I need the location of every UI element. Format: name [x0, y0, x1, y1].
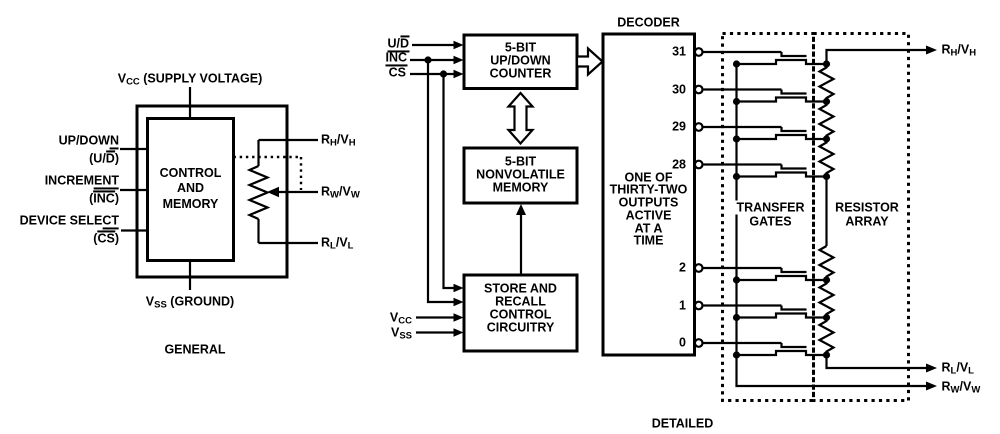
- transfer-gate-row-30: [693, 84, 831, 106]
- output-bubble: [693, 122, 704, 132]
- decoder-box-text: ONE OF THIRTY-TWO OUTPUTS ACTIVE AT A TI…: [609, 170, 688, 249]
- inc-arrow-icon: [453, 55, 464, 65]
- device-select-label: DEVICE SELECT: [20, 214, 119, 230]
- store-box-text: STORE AND RECALL CONTROL CIRCUITRY: [484, 280, 557, 335]
- transfer-gates-label-line2: GATES: [746, 214, 795, 228]
- updown-label: UP/DOWN: [59, 134, 119, 150]
- transfer-gate-row-29: [693, 122, 831, 143]
- detailed-caption: DETAILED: [651, 416, 714, 431]
- memory-box-text: 5-BIT NONVOLATILE MEMORY: [476, 154, 565, 195]
- output-number-2: 2: [679, 260, 686, 275]
- ud-input-label: U/D: [387, 35, 409, 53]
- rh-arrow-icon: [926, 45, 937, 55]
- control-memory-text: CONTROL AND MEMORY: [159, 165, 222, 211]
- inc-pin-label: (INC): [89, 190, 119, 206]
- resistor-array-region: [812, 32, 910, 402]
- transfer-gate-row-2: [693, 263, 831, 284]
- potentiometer: [246, 138, 318, 245]
- detailed-diagram-lines: [410, 32, 937, 402]
- ground-label: VSS (GROUND): [145, 294, 235, 311]
- cs-arrow-icon: [453, 69, 464, 79]
- ud-pin-label: (U/D): [89, 150, 119, 166]
- wiper-arrow-icon: [267, 186, 279, 198]
- decoder-title: DECODER: [617, 15, 680, 30]
- transfer-gate-row-1: [693, 300, 831, 322]
- wiper-control-dotted-line: [233, 155, 303, 190]
- rw-arrow-icon: [926, 381, 937, 391]
- rl-arrow-icon: [926, 363, 937, 373]
- general-diagram-lines: [120, 87, 318, 290]
- rh-terminal-label: RH/VH: [321, 132, 356, 149]
- cs-branch-wire: [442, 74, 454, 290]
- bidirectional-arrow-icon: [506, 91, 535, 146]
- counter-box-text: 5-BIT UP/DOWN COUNTER: [489, 40, 552, 80]
- wiper-bus-wire: [735, 64, 927, 388]
- output-bubble: [693, 47, 704, 57]
- output-number-28: 28: [672, 157, 686, 171]
- output-bubble: [693, 263, 704, 273]
- transfer-gate-row-28: [693, 159, 831, 181]
- output-number-0: 0: [679, 335, 686, 350]
- ud-arrow-icon: [453, 40, 464, 50]
- inc-branch-wire: [426, 60, 454, 304]
- rl-terminal-label: RL/VL: [321, 235, 354, 252]
- rh-terminal-label-detailed: RH/VH: [941, 42, 977, 59]
- decoder-box: [601, 32, 696, 357]
- output-bubble: [693, 338, 704, 348]
- rw-terminal-label: RW/VW: [321, 184, 360, 201]
- vcc-input-label: VCC: [389, 310, 412, 326]
- output-bubble: [693, 159, 704, 170]
- output-bubble: [693, 84, 704, 95]
- output-number-29: 29: [672, 119, 686, 134]
- rl-terminal-label-detailed: RL/VL: [941, 360, 974, 377]
- output-number-31: 31: [672, 44, 686, 59]
- transfer-gate-row-0: [693, 338, 831, 359]
- inc-input-label: INC: [385, 50, 407, 67]
- cs-pin-label: (CS): [93, 230, 119, 246]
- output-number-30: 30: [672, 82, 686, 96]
- output-bubble: [693, 300, 704, 311]
- vss-input-label: VSS: [390, 325, 412, 341]
- increment-label: INCREMENT: [45, 174, 119, 190]
- cs-input-label: CS: [388, 65, 406, 79]
- rh-wire-detailed: [825, 48, 927, 64]
- general-caption: GENERAL: [164, 342, 226, 357]
- transfer-gates-label-line1: TRANSFER: [733, 200, 808, 214]
- resistor-chain: [817, 45, 937, 373]
- transfer-gate-row-31: [693, 47, 831, 68]
- rw-terminal-label-detailed: RW/VW: [941, 379, 981, 395]
- store-to-memory-arrow-icon: [516, 204, 526, 215]
- counter-to-decoder-arrow-icon: [575, 46, 605, 77]
- memory-box: [462, 146, 579, 205]
- supply-voltage-label: VCC (SUPPLY VOLTAGE): [117, 71, 263, 88]
- rl-wire-detailed: [825, 355, 927, 370]
- resistor-array-label-line1: RESISTOR: [832, 200, 902, 214]
- resistor-array-label-line2: ARRAY: [842, 214, 892, 228]
- output-number-1: 1: [679, 298, 686, 312]
